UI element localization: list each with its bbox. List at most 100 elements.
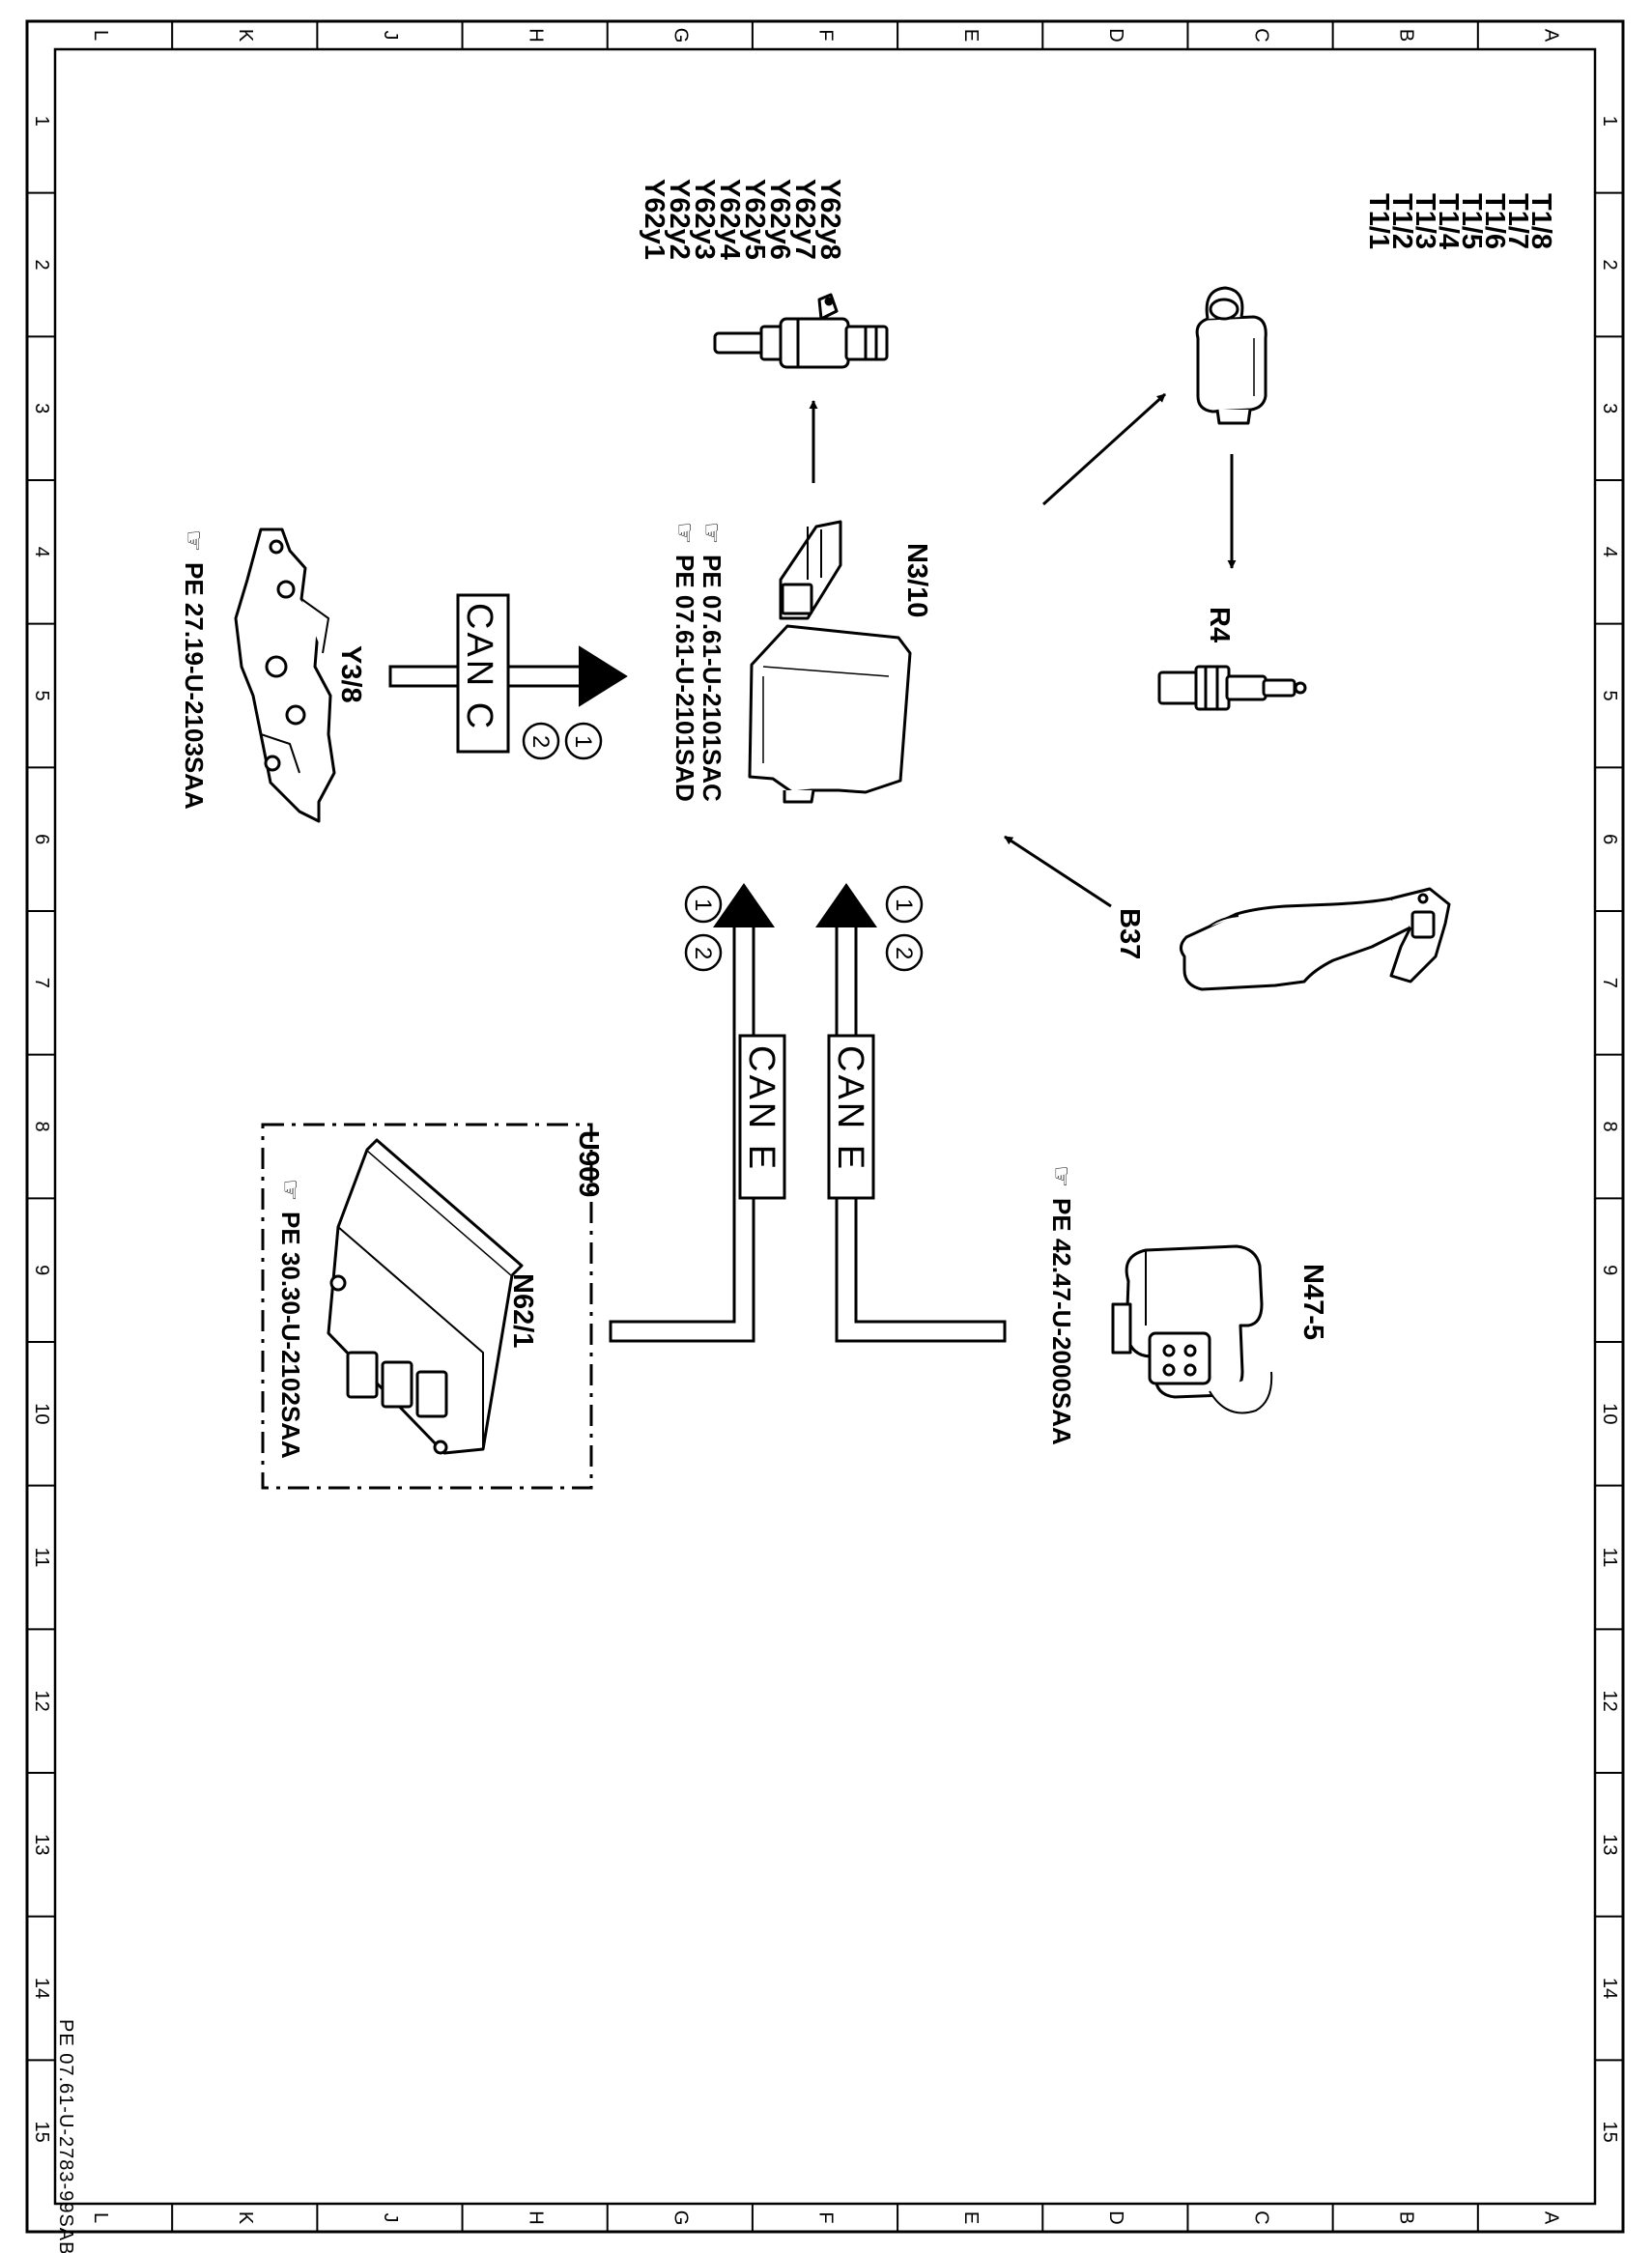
row-label: 1 [31, 116, 52, 127]
column-label: D [1105, 2210, 1126, 2224]
row-label: 12 [31, 1691, 52, 1712]
ref-hand-icon: ☞ [698, 522, 726, 544]
arrow-to-coils [1041, 392, 1167, 506]
injector-label: Y62y8 [814, 179, 845, 260]
esp-unit-label: N47-5 [1297, 1264, 1328, 1340]
row-label: 11 [31, 1548, 52, 1568]
row-label: 6 [1599, 834, 1620, 844]
column-label: B [1395, 29, 1416, 42]
row-label: 4 [1599, 547, 1620, 557]
row-label: 8 [1599, 1121, 1620, 1131]
injector-label: Y62y2 [664, 179, 695, 260]
row-label: 9 [1599, 1265, 1620, 1275]
row-label: 2 [31, 259, 52, 270]
ignition-coil-illustration [1195, 286, 1267, 425]
coil-label: T1/5 [1456, 193, 1487, 249]
row-label: 15 [1599, 2122, 1620, 2143]
row-label: 6 [31, 834, 52, 844]
engine-control-unit-illustration [748, 520, 912, 804]
column-label: B [1395, 2211, 1416, 2224]
coil-labels: T1/1 T1/2 T1/3 T1/4 T1/5 T1/6 T1/7 T1/8 [1363, 193, 1556, 257]
row-label: 7 [31, 978, 52, 988]
can-e-label-right: CAN E [830, 1045, 870, 1172]
spark-plug-illustration [1157, 665, 1307, 711]
row-label: 3 [31, 403, 52, 414]
transmission-label: Y3/8 [335, 645, 366, 703]
ref-hand-icon: ☞ [180, 529, 209, 552]
injector-label: Y62y5 [739, 179, 770, 260]
marker-1-text: 1 [891, 898, 917, 911]
row-label: 11 [1599, 1548, 1620, 1568]
coil-label: T1/7 [1502, 193, 1533, 249]
esp-unit-illustration [1111, 1244, 1273, 1414]
ecu-ref-2-text: PE 07.61-U-2101SAD [670, 555, 699, 802]
column-label: G [670, 2210, 692, 2226]
can-e-bus-left: CAN E [609, 883, 786, 1343]
parktronic-unit-illustration [327, 1138, 524, 1455]
can-e-left-marker-1: 1 [684, 885, 723, 924]
spark-plug-label: R4 [1204, 607, 1235, 642]
can-c-label: CAN C [459, 603, 499, 731]
column-label: A [1541, 2211, 1562, 2225]
ecu-ref-1: ☞ PE 07.61-U-2101SAC [698, 522, 726, 802]
row-label: 1 [1599, 116, 1620, 127]
column-label: E [960, 2211, 982, 2224]
coil-label: T1/4 [1433, 193, 1464, 249]
transmission-ref: ☞ PE 27.19-U-2103SAA [180, 529, 209, 810]
injector-label: Y62y4 [714, 179, 745, 260]
row-label: 10 [1599, 1403, 1620, 1424]
can-c-marker-1: 1 [564, 722, 603, 760]
column-label: C [1250, 2210, 1271, 2224]
pedal-sensor-label: B37 [1114, 908, 1145, 959]
row-label: 14 [31, 1978, 52, 1999]
coil-label: T1/1 [1363, 193, 1394, 249]
transmission-ref-text: PE 27.19-U-2103SAA [180, 562, 209, 810]
column-label: F [815, 29, 837, 41]
can-e-right-marker-2: 2 [885, 933, 924, 972]
ecu-ref-2: ☞ PE 07.61-U-2101SAD [670, 522, 699, 802]
row-label: 3 [1599, 403, 1620, 414]
injector-label: Y62y7 [789, 179, 820, 260]
column-ticks [171, 21, 1479, 2232]
coil-label: T1/8 [1525, 193, 1556, 249]
injector-label: Y62y6 [764, 179, 795, 260]
column-label: D [1105, 28, 1126, 42]
marker-1-text: 1 [570, 735, 596, 748]
ref-hand-icon: ☞ [276, 1179, 305, 1201]
row-label: 7 [1599, 978, 1620, 988]
column-label: K [235, 29, 256, 43]
u909-label: U909 [573, 1130, 604, 1197]
column-label: H [525, 28, 546, 42]
row-label: 13 [31, 1834, 52, 1855]
column-label: C [1250, 28, 1271, 42]
injector-illustration [713, 293, 889, 369]
column-label: H [525, 2210, 546, 2224]
row-label: 10 [31, 1403, 52, 1424]
coil-label: T1/6 [1479, 193, 1510, 249]
sheet-frame [25, 19, 1625, 2234]
column-label: A [1541, 29, 1562, 43]
column-label: G [670, 28, 692, 43]
ref-hand-icon: ☞ [1047, 1165, 1076, 1187]
pedal-sensor-illustration [1180, 887, 1451, 991]
u909-boundary [261, 1123, 593, 1490]
row-label: 15 [31, 2122, 52, 2143]
column-label: F [815, 2211, 837, 2223]
injector-label: Y62y3 [689, 179, 720, 260]
can-e-right-marker-1: 1 [885, 885, 924, 924]
esp-unit-ref-text: PE 42.47-U-2000SAA [1047, 1198, 1076, 1445]
ecu-label: N3/10 [901, 543, 932, 617]
column-label: J [380, 2213, 401, 2223]
parktronic-ref: ☞ PE 30.30-U-2102SAA [276, 1179, 305, 1459]
can-c-bus: CAN C [388, 593, 628, 754]
can-e-label-left: CAN E [741, 1045, 782, 1172]
column-label: J [380, 31, 401, 41]
row-label: 14 [1599, 1978, 1620, 1999]
column-label: K [235, 2211, 256, 2225]
marker-2-text: 2 [690, 947, 716, 959]
transmission-control-illustration [234, 528, 336, 823]
row-label: 5 [1599, 690, 1620, 700]
